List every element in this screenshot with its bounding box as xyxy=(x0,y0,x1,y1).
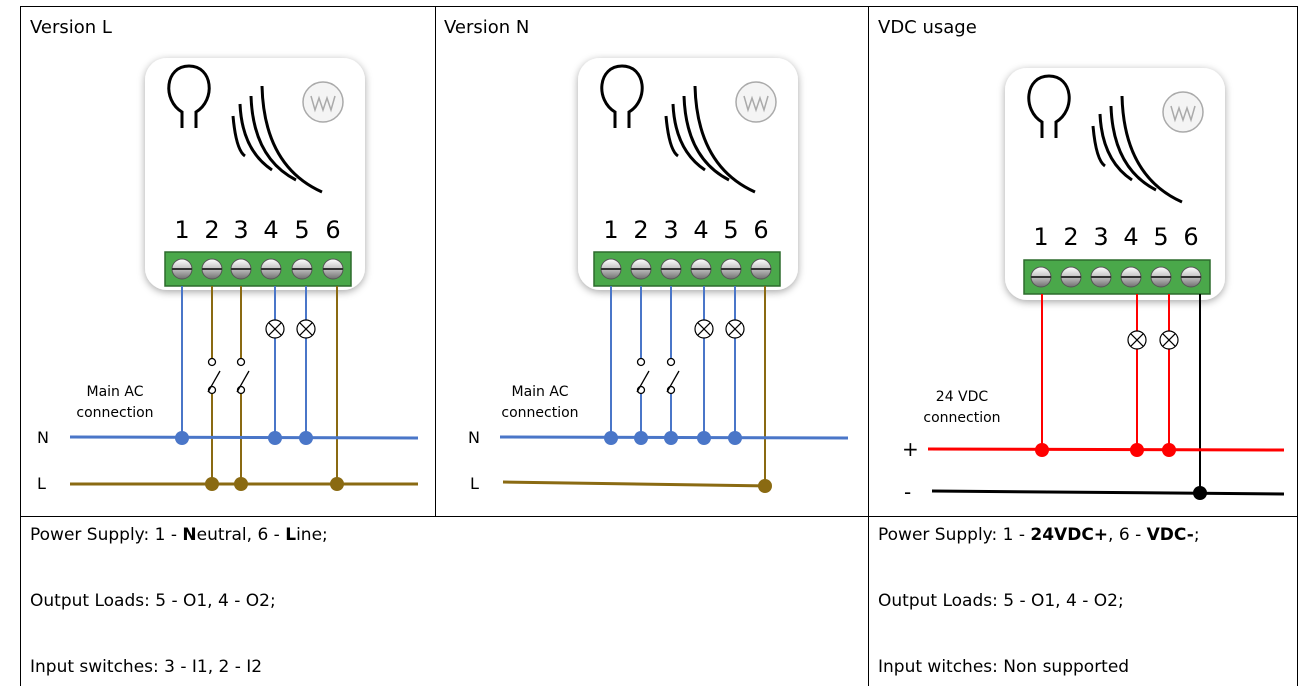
rail-label-n: N xyxy=(37,428,49,447)
bulb-icon xyxy=(167,64,211,128)
power-supply-note: Power Supply: 1 - Neutral, 6 - Line; xyxy=(30,525,328,545)
terminal-block xyxy=(1023,259,1211,295)
terminal-numbers: 1 2 3 4 5 6 xyxy=(1033,223,1198,251)
brand-logo-icon xyxy=(735,81,777,123)
panel-title: VDC usage xyxy=(878,17,977,38)
input-switch-icon xyxy=(236,357,250,395)
terminal-number: 2 xyxy=(204,216,219,244)
module-device: 1 2 3 4 5 6 xyxy=(145,58,365,290)
bulb-icon xyxy=(600,64,644,128)
terminal-number: 4 xyxy=(693,216,708,244)
panel-vdc-usage: VDC usage 1 2 3 4 5 6 xyxy=(878,17,1285,504)
terminal-number: 5 xyxy=(723,216,738,244)
terminal-number: 6 xyxy=(753,216,768,244)
bulb-icon xyxy=(1027,74,1071,138)
junction-dots xyxy=(175,431,344,491)
input-switch-icon xyxy=(666,357,680,395)
terminal-numbers: 1 2 3 4 5 6 xyxy=(603,216,768,244)
terminal-number: 1 xyxy=(1033,223,1048,251)
rail-label-n: N xyxy=(468,428,480,447)
terminal-number: 4 xyxy=(1123,223,1138,251)
terminal-number: 2 xyxy=(633,216,648,244)
terminal-number: 1 xyxy=(174,216,189,244)
terminal-number: 4 xyxy=(263,216,278,244)
panel-title: Version N xyxy=(444,17,529,38)
rail-label-l: L xyxy=(470,474,479,493)
junction-dots xyxy=(604,431,772,493)
input-switches-note: Input switches: 3 - I1, 2 - I2 xyxy=(30,657,262,677)
lamp-icon xyxy=(296,319,316,339)
terminal-number: 3 xyxy=(233,216,248,244)
radio-waves-icon xyxy=(1091,95,1183,204)
terminal-number: 5 xyxy=(294,216,309,244)
radio-waves-icon xyxy=(231,85,323,194)
wires xyxy=(1041,294,1201,495)
module-device: 1 2 3 4 5 6 xyxy=(578,58,798,290)
terminal-block xyxy=(164,251,352,287)
positive-rail xyxy=(927,447,1285,452)
power-supply-note: Power Supply: 1 - 24VDC+, 6 - VDC-; xyxy=(878,525,1200,545)
supply-label: connection xyxy=(76,405,153,421)
supply-label: connection xyxy=(501,405,578,421)
brand-logo-icon xyxy=(1162,91,1204,133)
input-switches-note: Input witches: Non supported xyxy=(878,657,1129,677)
output-loads-note: Output Loads: 5 - O1, 4 - O2; xyxy=(30,591,276,611)
supply-label: 24 VDC xyxy=(936,389,989,405)
panel-title: Version L xyxy=(30,17,112,38)
terminal-block xyxy=(593,251,781,287)
wires xyxy=(610,286,766,486)
line-rail xyxy=(502,480,769,488)
input-switch-icon xyxy=(207,357,221,395)
terminal-number: 3 xyxy=(1093,223,1108,251)
terminal-number: 5 xyxy=(1153,223,1168,251)
lamp-icon xyxy=(1159,330,1179,350)
neutral-rail xyxy=(69,435,419,440)
panel-version-n: Version N 1 2 3 4 5 6 xyxy=(444,17,849,493)
terminal-number: 6 xyxy=(1183,223,1198,251)
terminal-number: 2 xyxy=(1063,223,1078,251)
terminal-numbers: 1 2 3 4 5 6 xyxy=(174,216,340,244)
terminal-number: 3 xyxy=(663,216,678,244)
negative-rail xyxy=(931,489,1285,496)
wires xyxy=(181,286,338,483)
lamp-icon xyxy=(265,319,285,339)
lamp-icon xyxy=(725,319,745,339)
junction-dots xyxy=(1035,443,1207,500)
panel-version-l: Version L 1 2 3 xyxy=(30,17,419,493)
module-device: 1 2 3 4 5 6 xyxy=(1005,68,1225,300)
output-loads-note: Output Loads: 5 - O1, 4 - O2; xyxy=(878,591,1124,611)
notes-left: Power Supply: 1 - Neutral, 6 - Line; Out… xyxy=(30,525,328,677)
radio-waves-icon xyxy=(664,85,756,194)
supply-label: Main AC xyxy=(87,384,144,400)
notes-right: Power Supply: 1 - 24VDC+, 6 - VDC-; Outp… xyxy=(878,525,1200,677)
rail-label-l: L xyxy=(37,474,46,493)
supply-label: connection xyxy=(923,410,1000,426)
input-switch-icon xyxy=(636,357,650,395)
terminal-number: 1 xyxy=(603,216,618,244)
lamp-icon xyxy=(694,319,714,339)
rail-label-plus: + xyxy=(902,437,919,461)
brand-logo-icon xyxy=(302,81,344,123)
rail-label-minus: - xyxy=(904,480,911,504)
supply-label: Main AC xyxy=(512,384,569,400)
lamp-icon xyxy=(1127,330,1147,350)
terminal-number: 6 xyxy=(325,216,340,244)
